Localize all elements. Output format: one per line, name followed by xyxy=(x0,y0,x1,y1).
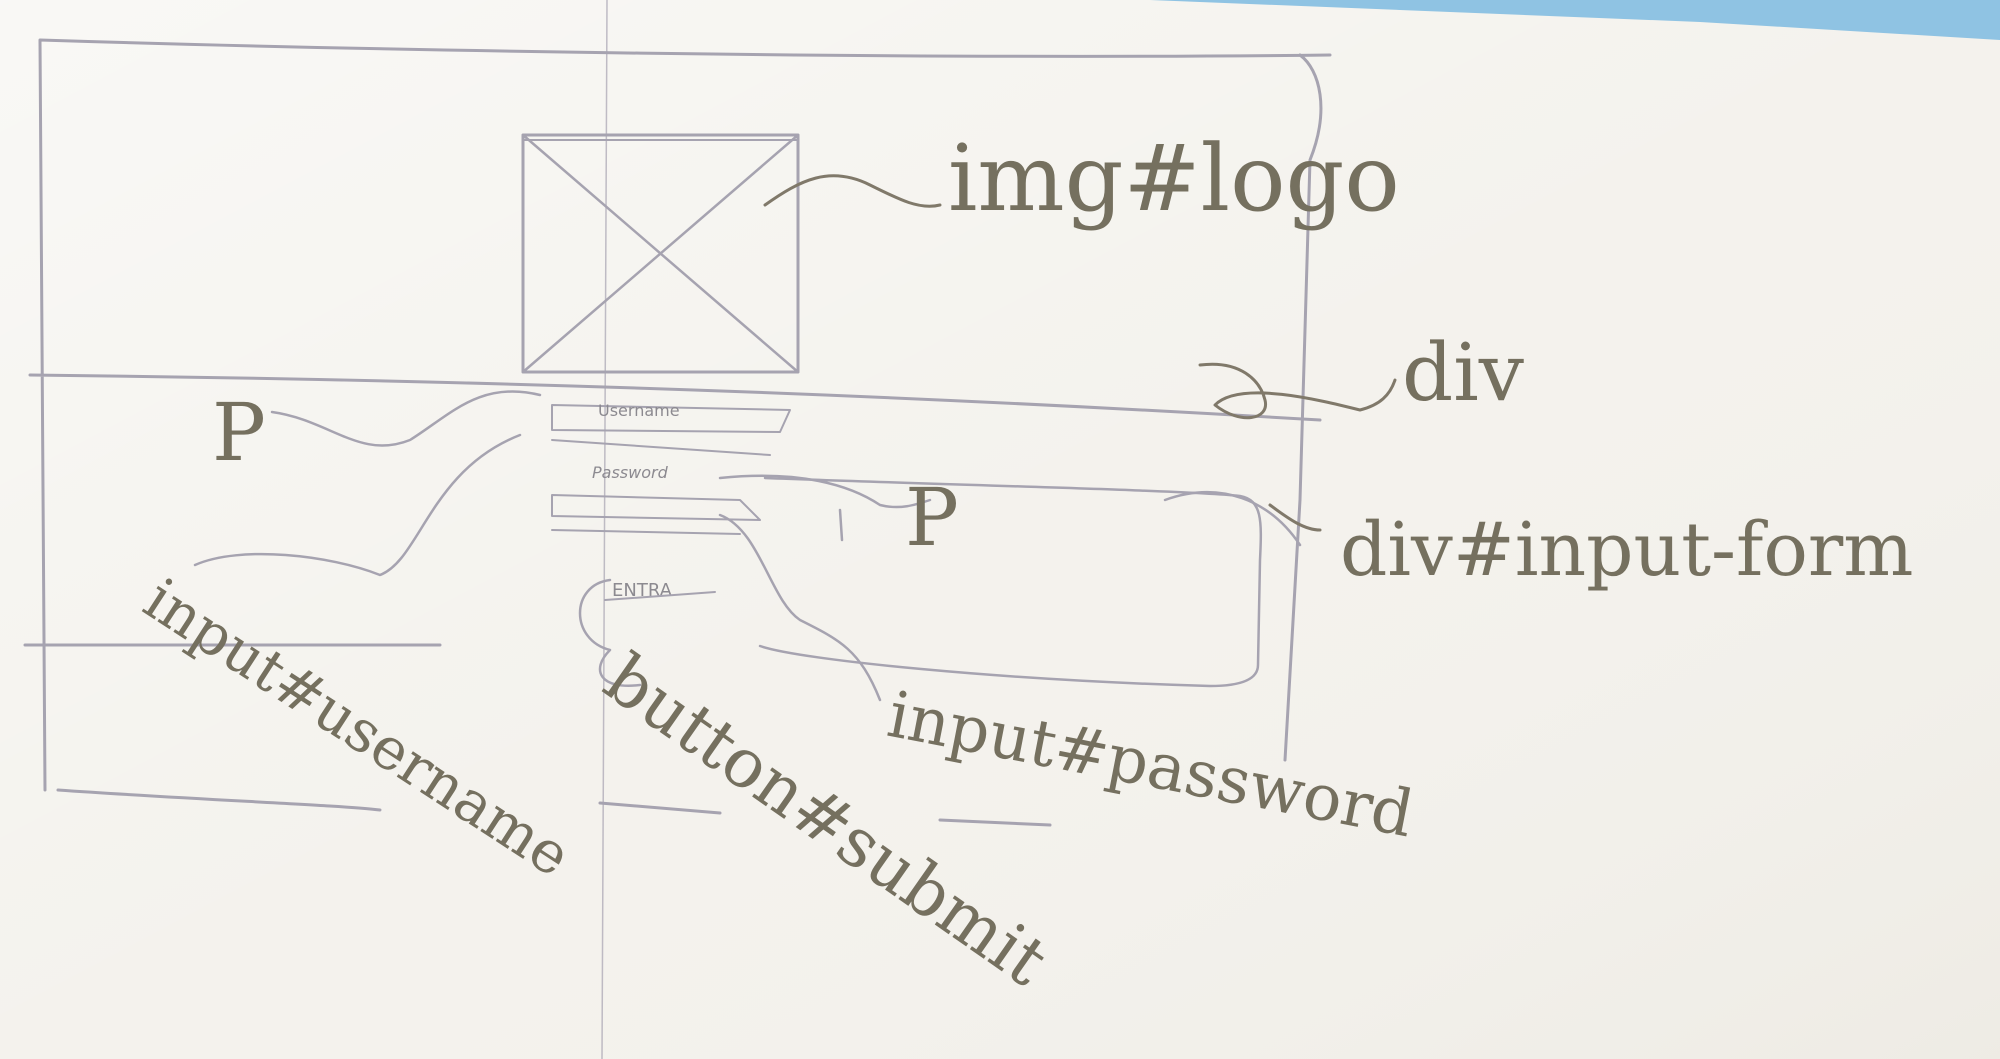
connector-input-username xyxy=(193,433,522,577)
underline-button xyxy=(598,801,722,815)
password-placeholder: Password xyxy=(592,463,669,482)
annotation-p-left: P xyxy=(212,386,266,479)
submit-button-sketch: ENTRA xyxy=(604,580,716,601)
input-form-box xyxy=(758,476,1263,688)
underline-password xyxy=(938,818,1052,827)
username-field: Username xyxy=(551,401,791,456)
password-field: Password xyxy=(551,463,761,535)
connector-div xyxy=(1198,362,1397,420)
connector-submit xyxy=(578,578,642,688)
annotation-div: div xyxy=(1402,326,1524,419)
connector-p-right-tick xyxy=(838,508,844,542)
annotation-img-logo: img#logo xyxy=(948,125,1400,232)
connector-logo xyxy=(763,174,942,208)
board-seam xyxy=(601,0,608,1059)
blue-wall-edge xyxy=(1150,0,2000,40)
connector-input-password xyxy=(718,513,882,702)
window-frame-right xyxy=(1283,53,1323,762)
annotation-p-right: P xyxy=(905,471,959,564)
connector-div-input-form xyxy=(1163,491,1302,547)
logo-placeholder xyxy=(521,133,800,374)
connector-password xyxy=(718,474,932,509)
connector-div-input-form-marker xyxy=(1268,503,1322,532)
connector-p-left xyxy=(270,390,542,447)
username-placeholder: Username xyxy=(598,401,680,420)
annotation-div-input-form: div#input-form xyxy=(1340,507,1913,593)
window-frame xyxy=(23,38,1332,812)
